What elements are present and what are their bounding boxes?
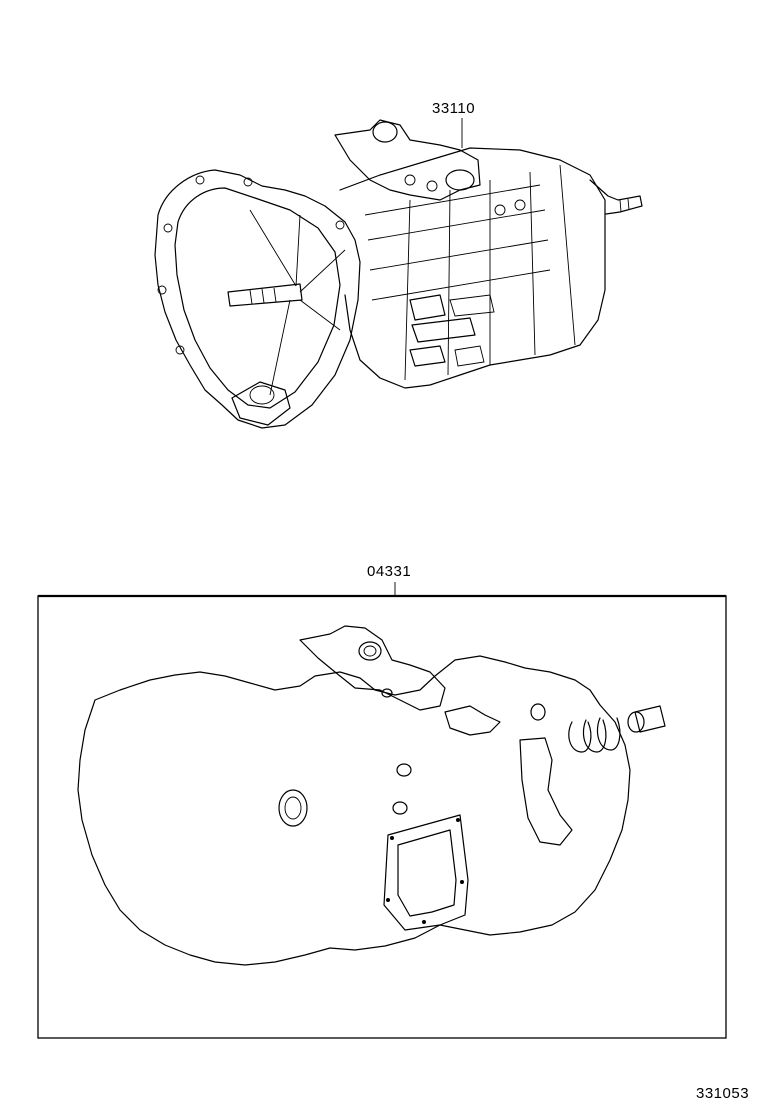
bell-housing-lower-tab [231,381,291,426]
bottom-cover-plate [449,294,495,367]
shift-tower-gasket [299,625,446,711]
tower-bolt [426,180,438,192]
oil-seal-ring-inner [363,645,377,657]
washer [381,688,393,698]
bottom-cover-gasket-inner [397,829,457,917]
flange-bolt-hole [195,175,205,185]
shaft-spline [273,287,277,303]
front-oil-seal-inner [284,796,302,820]
bell-housing-ribs [249,209,346,396]
gasket-bolt-hole [460,880,464,884]
rear-extension-housing [589,179,643,215]
lower-tab-boss [249,385,275,405]
coil-spring [568,717,621,753]
transmission-assembly-illustration [154,118,643,429]
output-shaft-spline [619,199,622,213]
bottom-cover-gasket [383,814,469,931]
gasket-bolt-hole [422,920,426,924]
case-bolt [494,204,506,216]
small-gasket [519,737,573,846]
gasket-bolt-hole [390,836,394,840]
flange-bolt-hole [175,345,185,355]
kit-frame [37,595,727,1039]
oil-seal-ring [358,641,382,661]
figure-code-label: 331053 [696,1085,750,1102]
plug [530,703,546,721]
input-shaft [227,283,303,307]
gear-case-ribs [364,164,576,381]
small-gasket [444,705,501,736]
gasket-bolt-hole [386,898,390,902]
main-gear-case [339,147,606,389]
shaft-spline [261,288,265,304]
washer [396,763,412,777]
shaft-spline [249,289,253,305]
flange-bolt-hole [335,220,345,230]
part-number-33110-label: 33110 [432,100,476,117]
bell-housing-inner-rim [174,187,341,409]
flange-bolt-hole [157,285,167,295]
flange-bolt-hole [243,177,253,187]
shift-lever-boss [445,169,475,191]
front-oil-seal [278,789,308,827]
output-shaft-spline [627,198,630,211]
extension-seal-face [627,711,645,733]
flange-bolt-hole [163,223,173,233]
gasket-kit-box [37,582,727,1039]
case-bolt [514,199,526,211]
shift-tower-boss [372,121,398,143]
gasket-bolt-hole [456,818,460,822]
shift-tower [334,119,481,201]
bottom-cover-plate [409,294,476,367]
tower-bolt [404,174,416,186]
part-number-04331-label: 04331 [367,563,412,580]
case-gasket [77,655,631,966]
extension-seal [634,705,666,733]
bell-housing-flange [154,169,361,429]
gasket-kit-parts [77,625,666,966]
washer [392,801,408,815]
